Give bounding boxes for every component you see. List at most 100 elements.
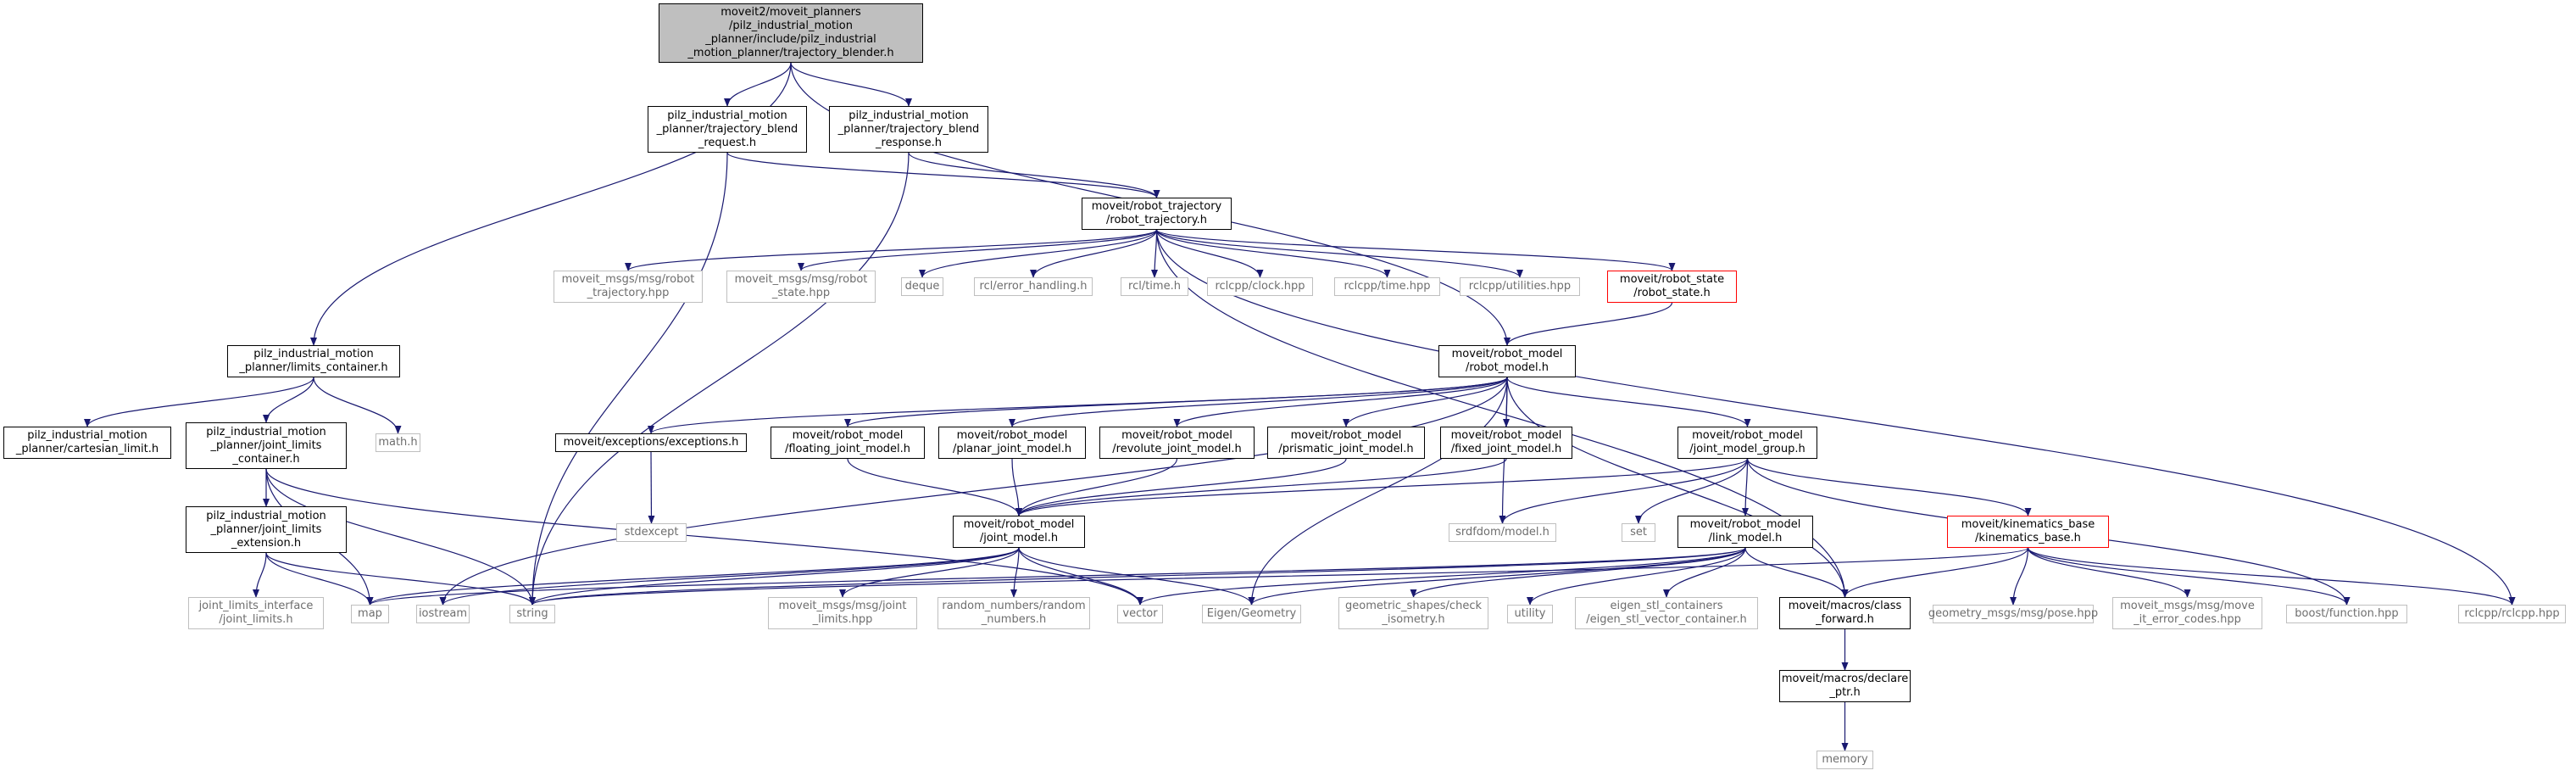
edge-jl_container-to-string [265, 468, 536, 606]
edge-jl_extension-to-string [265, 552, 536, 606]
edge-robot_model-to-exceptions [648, 377, 1508, 434]
node-rclcpp-time-hpp: rclcpp/time.hpp [1334, 277, 1440, 296]
node-prismatic-joint-model-h[interactable]: moveit/robot_model /prismatic_joint_mode… [1267, 427, 1425, 459]
edge-robot_trajectory-to-rcl_time [1151, 229, 1159, 278]
node-rcl-time-h: rcl/time.h [1121, 277, 1188, 296]
edge-root-to-blend_request [724, 62, 792, 107]
node-robot-trajectory-h[interactable]: moveit/robot_trajectory /robot_trajector… [1082, 198, 1232, 230]
node-vector: vector [1117, 605, 1163, 623]
edge-kin_base-to-pose [2010, 547, 2029, 606]
node-iostream: iostream [416, 605, 470, 623]
edge-kin_base-to-rclcpp [2027, 547, 2516, 606]
node-geometry-msgs-pose-hpp: geometry_msgs/msg/pose.hpp [1928, 605, 2098, 623]
node-math-h: math.h [376, 433, 420, 452]
edge-root-to-blend_response [790, 62, 912, 107]
edge-jmg-to-set [1635, 458, 1749, 524]
edge-robot_trajectory-to-rclcpp_time [1155, 229, 1391, 278]
node-kinematics-base-h[interactable]: moveit/kinematics_base /kinematics_base.… [1947, 516, 2109, 548]
node-random-numbers-h: random_numbers/random _numbers.h [937, 597, 1090, 629]
edge-robot_trajectory-to-msg_robot_traj [625, 229, 1158, 271]
edge-root-to-limits_container [310, 62, 792, 346]
node-move-it-error-codes-hpp: moveit_msgs/msg/move _it_error_codes.hpp [2112, 597, 2262, 629]
node-fixed-joint-model-h[interactable]: moveit/robot_model /fixed_joint_model.h [1440, 427, 1572, 459]
node-msg-joint-limits-hpp: moveit_msgs/msg/joint _limits.hpp [768, 597, 917, 629]
edge-link_model-to-eigen [1248, 547, 1746, 606]
edge-robot_trajectory-to-rclcpp_util [1155, 229, 1523, 278]
edge-kin_base-to-string [529, 547, 2029, 606]
node-joint-limits-interface-h: joint_limits_interface /joint_limits.h [188, 597, 324, 629]
edge-jmg-to-srdfdom [1499, 458, 1749, 524]
edge-robot_model-to-eigen [1248, 377, 1508, 606]
edge-robot_model-to-prismatic_jm [1343, 377, 1508, 427]
node-rclcpp-clock-hpp: rclcpp/clock.hpp [1207, 277, 1313, 296]
node-joint-model-h[interactable]: moveit/robot_model /joint_model.h [953, 516, 1085, 548]
edge-robot_model-to-planar_jm [1009, 377, 1508, 427]
node-cartesian-limit-h[interactable]: pilz_industrial_motion _planner/cartesia… [3, 427, 171, 459]
edge-joint_model-to-iostream [439, 547, 1020, 606]
edge-robot_trajectory-to-rcl_error [1030, 229, 1158, 278]
node-trajectory-blend-request-h[interactable]: pilz_industrial_motion _planner/trajecto… [648, 106, 807, 153]
node-joint-limits-container-h[interactable]: pilz_industrial_motion _planner/joint_li… [186, 422, 347, 469]
edge-robot_model-to-floating_jm [844, 377, 1508, 427]
node-link-model-h[interactable]: moveit/robot_model /link_model.h [1677, 516, 1813, 548]
edge-kin_base-to-error_codes [2027, 547, 2191, 598]
edge-link_model-to-map [366, 547, 1746, 606]
edge-blend_response-to-robot_trajectory [908, 152, 1160, 198]
edge-kin_base-to-boost_function [2027, 547, 2351, 606]
node-map: map [351, 605, 389, 623]
node-trajectory-blend-response-h[interactable]: pilz_industrial_motion _planner/trajecto… [829, 106, 988, 153]
edge-robot_trajectory-to-robot_state [1155, 229, 1676, 271]
node-limits-container-h[interactable]: pilz_industrial_motion _planner/limits_c… [227, 345, 400, 377]
node-rclcpp-hpp: rclcpp/rclcpp.hpp [2458, 605, 2566, 623]
node-joint-model-group-h[interactable]: moveit/robot_model /joint_model_group.h [1677, 427, 1817, 459]
edge-exceptions-to-stdexcept [648, 451, 655, 524]
edge-jmg-to-joint_model [1015, 458, 1749, 516]
node-class-forward-h[interactable]: moveit/macros/class _forward.h [1779, 597, 1911, 629]
node-rcl-error-handling-h: rcl/error_handling.h [974, 277, 1093, 296]
node-robot-state-h[interactable]: moveit/robot_state /robot_state.h [1607, 271, 1737, 303]
edge-link_model-to-geom_shapes [1410, 547, 1746, 598]
edge-robot_model-to-revolute_jm [1173, 377, 1508, 427]
edge-floating_jm-to-joint_model [847, 458, 1022, 516]
edge-planar_jm-to-joint_model [1011, 458, 1022, 516]
node-floating-joint-model-h[interactable]: moveit/robot_model /floating_joint_model… [771, 427, 925, 459]
node-utility: utility [1507, 605, 1553, 623]
node-stdexcept: stdexcept [616, 523, 687, 542]
edge-limits_container-to-jl_container [263, 377, 314, 423]
node-eigen-geometry: Eigen/Geometry [1202, 605, 1301, 623]
node-trajectory-blender-h: moveit2/moveit_planners /pilz_industrial… [659, 3, 923, 63]
node-geometric-shapes-check-isometry-h: geometric_shapes/check _isometry.h [1338, 597, 1488, 629]
node-msg-robot-state-hpp: moveit_msgs/msg/robot _state.hpp [726, 271, 876, 303]
edge-robot_trajectory-to-rclcpp [1155, 229, 2516, 606]
node-srdfdom-model-h: srdfdom/model.h [1449, 523, 1556, 542]
edge-robot_model-to-jmg [1506, 377, 1751, 427]
edge-joint_model-to-random_numbers [1010, 547, 1020, 598]
edge-limits_container-to-math [313, 377, 402, 434]
edge-link_model-to-utility [1527, 547, 1746, 606]
edge-jmg-to-kin_base [1746, 458, 2032, 516]
node-string: string [509, 605, 555, 623]
node-revolute-joint-model-h[interactable]: moveit/robot_model /revolute_joint_model… [1099, 427, 1255, 459]
edge-robot_trajectory-to-deque [919, 229, 1158, 278]
edge-joint_model-to-map [366, 547, 1020, 606]
edge-link_model-to-string [529, 547, 1746, 606]
edge-jl_extension-to-map [265, 552, 374, 606]
node-planar-joint-model-h[interactable]: moveit/robot_model /planar_joint_model.h [938, 427, 1086, 459]
node-robot-model-h[interactable]: moveit/robot_model /robot_model.h [1438, 345, 1576, 377]
node-joint-limits-extension-h[interactable]: pilz_industrial_motion _planner/joint_li… [186, 506, 347, 553]
node-set: set [1622, 523, 1655, 542]
edge-robot_model-to-class_forward [1506, 377, 1849, 598]
edge-robot_state-to-robot_model [1504, 302, 1673, 346]
node-msg-robot-trajectory-hpp: moveit_msgs/msg/robot _trajectory.hpp [554, 271, 703, 303]
node-eigen-stl-vector-container-h: eigen_stl_containers /eigen_stl_vector_c… [1575, 597, 1758, 629]
node-declare-ptr-h[interactable]: moveit/macros/declare _ptr.h [1779, 670, 1911, 702]
edge-kin_base-to-class_forward [1841, 547, 2029, 598]
edge-robot_model-to-iostream [439, 377, 1508, 606]
edge-link_model-to-eigen_stl [1663, 547, 1746, 598]
node-exceptions-h[interactable]: moveit/exceptions/exceptions.h [555, 433, 747, 452]
edge-jl_extension-to-jl_interface [253, 552, 267, 598]
node-memory: memory [1817, 751, 1873, 769]
edge-revolute_jm-to-joint_model [1015, 458, 1178, 516]
edge-link_model-to-vector [1137, 547, 1746, 606]
